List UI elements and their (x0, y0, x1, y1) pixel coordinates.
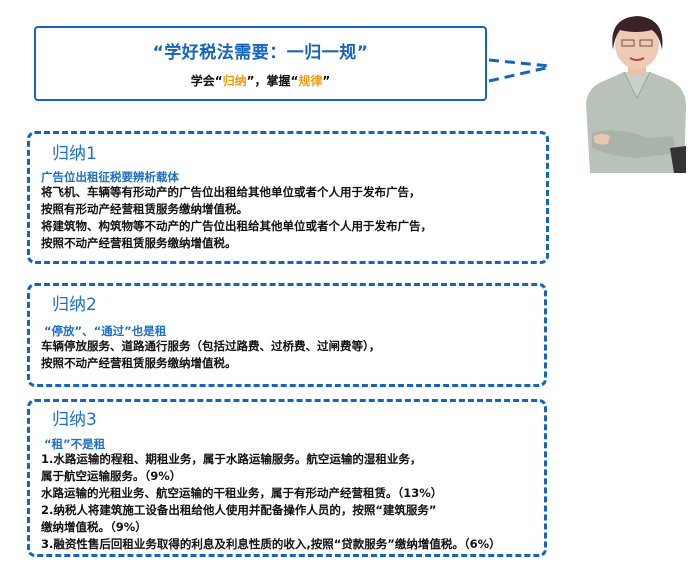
section-subtitle: “租”不是租 (44, 437, 106, 451)
callout-pointer-icon (488, 58, 551, 83)
body-line: 按照有形动产经营租赁服务缴纳增值税。 (41, 202, 248, 216)
body-line: 按照不动产经营租赁服务缴纳增值税。 (41, 236, 237, 250)
section-body: 1.水路运输的程租、期租业务，属于水路运输服务。航空运输的湿租业务， 属于航空运… (41, 451, 501, 553)
body-line: 车辆停放服务、道路通行服务（包括过路费、过桥费、过闸费等）， (41, 339, 381, 353)
body-line: 将飞机、车辆等有形动产的广告位出租给其他单位或者个人用于发布广告， (41, 185, 421, 199)
subtitle-text: 学会“ (190, 74, 223, 88)
body-line: 3.融资性售后回租业务取得的利息及利息性质的收入,按照“贷款服务”缴纳增值税。（… (41, 537, 501, 551)
section-induction-3: 归纳3 “租”不是租 1.水路运输的程租、期租业务，属于水路运输服务。航空运输的… (27, 399, 547, 557)
section-induction-2: 归纳2 “停放”、“通过”也是租 车辆停放服务、道路通行服务（包括过路费、过桥费… (27, 283, 547, 387)
body-line: 将建筑物、构筑物等不动产的广告位出租给其他单位或者个人用于发布广告， (41, 219, 432, 233)
section-body: 将飞机、车辆等有形动产的广告位出租给其他单位或者个人用于发布广告， 按照有形动产… (41, 184, 432, 252)
section-body: 车辆停放服务、道路通行服务（包括过路费、过桥费、过闸费等）， 按照不动产经营租赁… (41, 338, 380, 372)
presenter-portrait-icon (578, 8, 696, 173)
highlight-induction: 归纳 (222, 74, 247, 88)
section-induction-1: 归纳1 广告位出租征税要辨析载体 将飞机、车辆等有形动产的广告位出租给其他单位或… (27, 131, 549, 264)
body-line: 2.纳税人将建筑施工设备出租给他人使用并配备操作人员的，按照“建筑服务” (41, 503, 437, 517)
body-line: 1.水路运输的程租、期租业务，属于水路运输服务。航空运输的湿租业务， (41, 452, 422, 466)
subtitle-text: ”，掌握“ (246, 74, 299, 88)
section-title: 归纳2 (52, 295, 97, 315)
body-line: 缴纳增值税。（9%） (41, 520, 147, 534)
section-title: 归纳1 (52, 144, 97, 164)
body-line: 按照不动产经营租赁服务缴纳增值税。 (41, 356, 237, 370)
subtitle-text: ” (322, 74, 331, 88)
section-subtitle: “停放”、“通过”也是租 (44, 324, 167, 338)
header-callout: “学好税法需要：一归一规” 学会“归纳”，掌握“规律” (34, 26, 487, 101)
page-title: “学好税法需要：一归一规” (152, 43, 369, 63)
body-line: 属于航空运输服务。（9%） (41, 469, 182, 483)
section-title: 归纳3 (52, 410, 97, 430)
highlight-rules: 规律 (298, 74, 323, 88)
body-line: 水路运输的光租业务、航空运输的干租业务，属于有形动产经营租赁。（13%） (41, 486, 443, 500)
header-subtitle: 学会“归纳”，掌握“规律” (36, 72, 485, 89)
section-subtitle: 广告位出租征税要辨析载体 (41, 170, 179, 184)
